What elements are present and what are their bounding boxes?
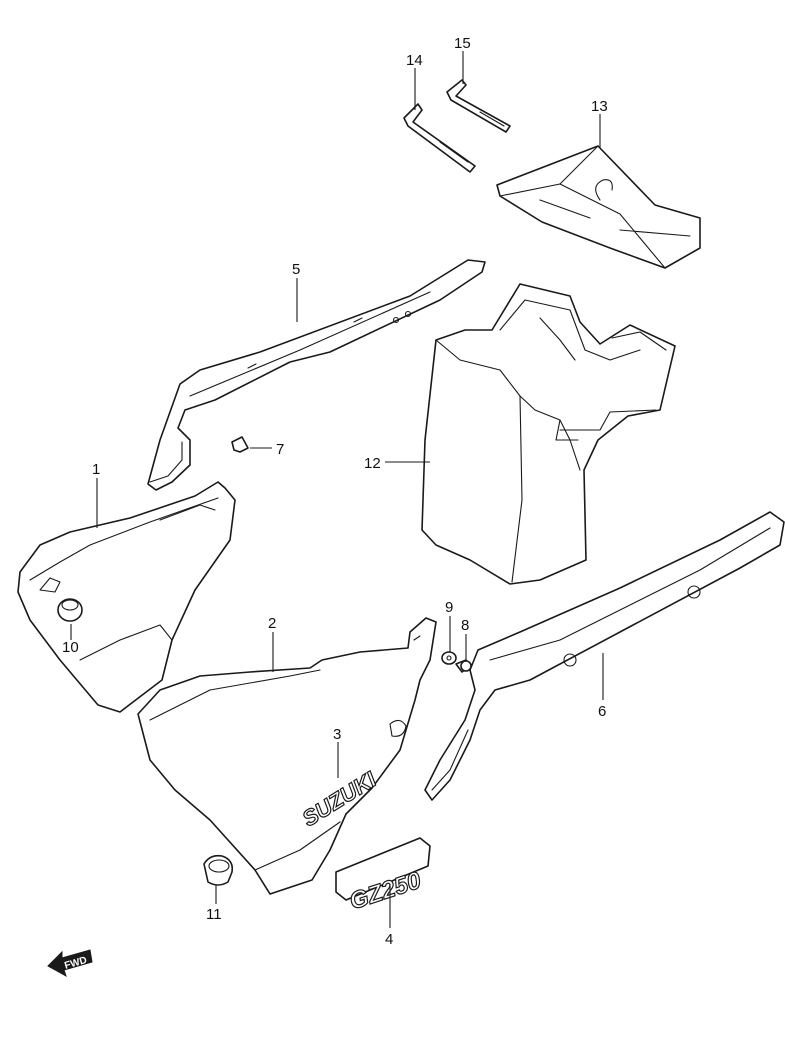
callout-11: 11 bbox=[206, 906, 222, 923]
callout-13: 13 bbox=[591, 98, 608, 115]
callout-5: 5 bbox=[292, 261, 300, 278]
part-11-grommet bbox=[203, 854, 234, 886]
part-2-side-cover bbox=[137, 617, 437, 895]
part-4-model-emblem: GZ250 bbox=[335, 837, 431, 916]
callout-14: 14 bbox=[406, 52, 423, 69]
part-8-screw bbox=[455, 659, 472, 673]
callout-6: 6 bbox=[598, 703, 606, 720]
part-15-hex-wrench bbox=[446, 79, 511, 133]
part-6-frame-cover bbox=[424, 511, 785, 801]
leader-lines bbox=[70, 51, 604, 928]
part-5-frame-cover bbox=[147, 259, 486, 491]
callout-9: 9 bbox=[445, 599, 453, 616]
callout-4: 4 bbox=[385, 931, 393, 948]
fwd-arrow-icon: FWD bbox=[47, 949, 93, 978]
part-10-grommet bbox=[57, 598, 83, 622]
callout-10: 10 bbox=[62, 639, 79, 656]
callout-15: 15 bbox=[454, 35, 471, 52]
callout-3: 3 bbox=[333, 726, 341, 743]
part-14-hex-wrench bbox=[403, 103, 476, 173]
callout-2: 2 bbox=[268, 615, 276, 632]
part-9-washer bbox=[441, 651, 457, 665]
part-7-clip-nut bbox=[231, 436, 249, 453]
part-12-rear-fender bbox=[421, 283, 676, 585]
part-13-tool-bag bbox=[496, 145, 701, 269]
callout-8: 8 bbox=[461, 617, 469, 634]
part-1-side-cover bbox=[17, 481, 236, 713]
callout-12: 12 bbox=[364, 455, 381, 472]
callout-1: 1 bbox=[92, 461, 100, 478]
callout-numbers: 15 14 13 5 7 12 1 10 2 9 8 6 3 11 4 bbox=[62, 35, 608, 948]
callout-7: 7 bbox=[276, 441, 284, 458]
